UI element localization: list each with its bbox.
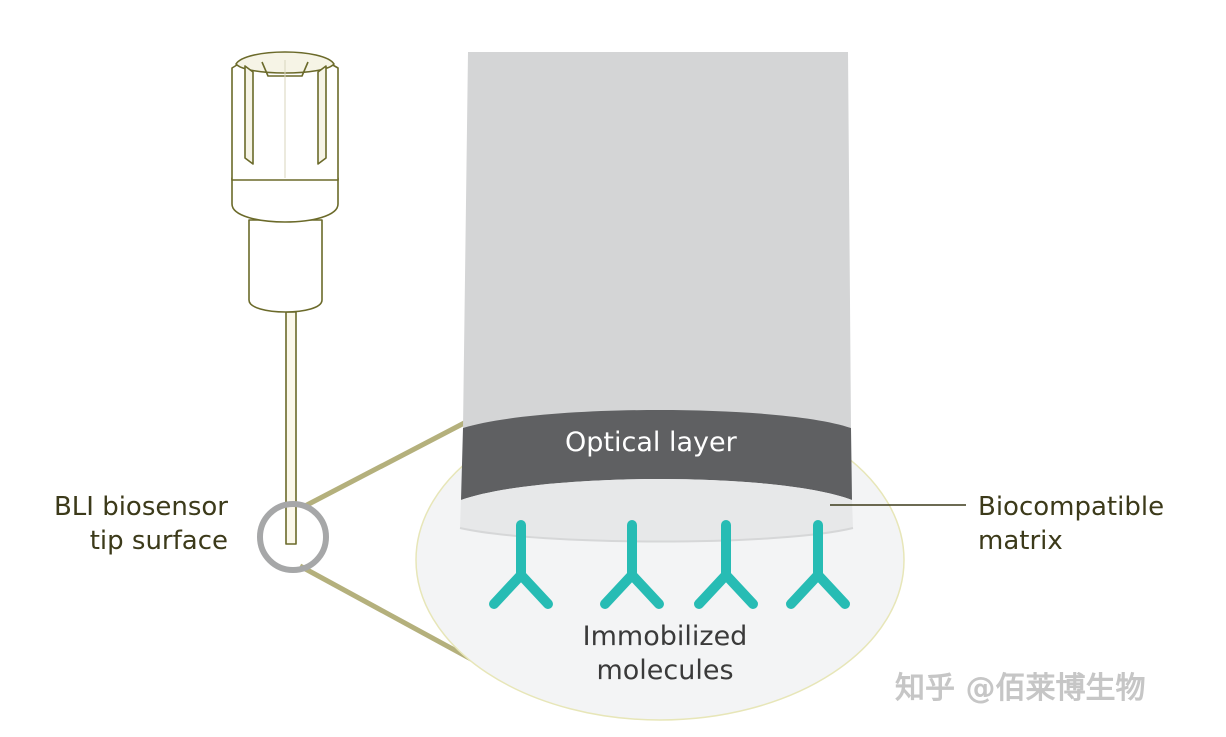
matrix-label: Biocompatible matrix (978, 490, 1164, 558)
optical-layer-label: Optical layer (565, 427, 737, 458)
antibody-y-icon (786, 520, 850, 609)
tip-surface-label: BLI biosensor tip surface (24, 490, 228, 558)
biocompatible-matrix-band (460, 479, 853, 542)
molecules-label-line-2: molecules (596, 655, 734, 686)
matrix-label-line-1: Biocompatible (978, 492, 1165, 522)
tip-label-line-1: BLI biosensor (53, 492, 228, 522)
optical-layer-band (461, 410, 852, 500)
antibody-y-icon (600, 520, 664, 609)
biosensor-icon (231, 51, 339, 545)
tip-label-line-2: tip surface (89, 526, 228, 556)
molecules-label: Immobilized molecules (555, 620, 775, 688)
matrix-label-line-2: matrix (978, 526, 1063, 556)
antibody-y-icon (694, 520, 758, 609)
antibody-y-icon (489, 520, 553, 609)
zoom-line-upper (303, 417, 472, 509)
fiber-column (463, 52, 851, 428)
tip-magnifier-circle (257, 501, 329, 573)
molecules-label-line-1: Immobilized (582, 621, 748, 652)
watermark: 知乎 @佰莱博生物 (895, 671, 1146, 706)
